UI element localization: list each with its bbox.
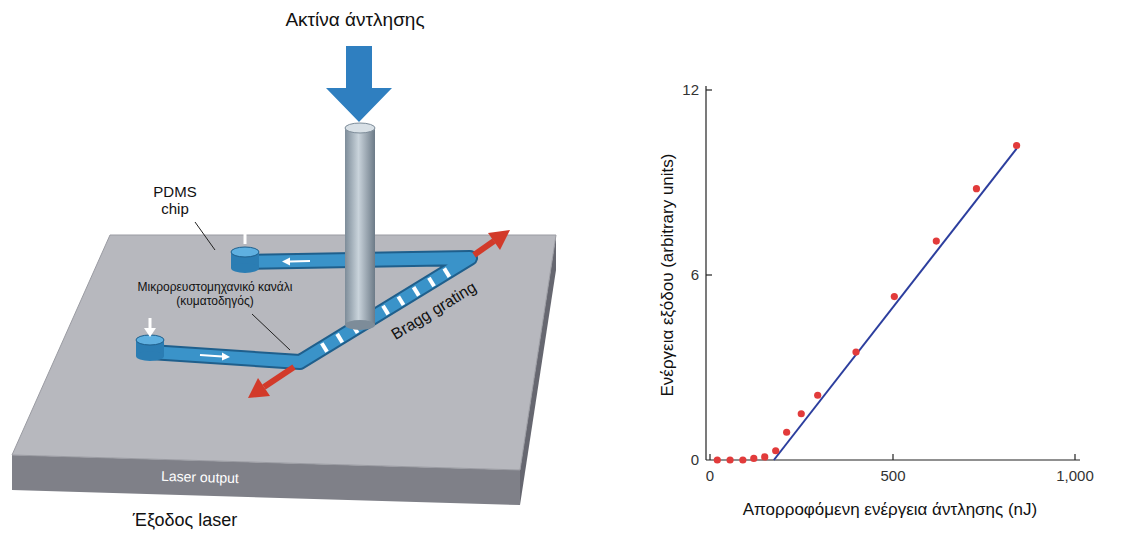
y-axis-title: Ενέργεια εξόδου (arbitrary units) [658,154,678,397]
pump-beam-label: Ακτίνα άντλησης [285,9,424,31]
data-point [814,392,821,399]
data-point [852,348,859,355]
grating-stripe [383,306,388,315]
inlet-reservoir [136,335,164,361]
x-tick-label: 500 [880,467,905,484]
laser-output-caption: Έξοδος laser [133,510,237,531]
x-tick-label: 1,000 [1056,467,1094,484]
grating-stripe [414,287,419,296]
chart-axes [706,86,1080,460]
data-point [714,456,721,463]
chip-label: PDMS chip [151,183,199,218]
laser-output-label: Laser output [161,468,239,486]
x-axis-title: Απορροφόμενη ενέργεια άντλησης (nJ) [743,500,1037,520]
grating-stripe [322,343,327,352]
grating-stripe [429,278,434,287]
y-tick-label: 0 [691,451,699,468]
data-point [798,410,805,417]
data-point [726,456,733,463]
chip-top-face [12,235,556,470]
x-tick-label: 0 [706,467,714,484]
laser-output-arrows [248,230,510,398]
pump-arrow [326,46,392,122]
data-point [933,237,940,244]
data-point [772,447,779,454]
chart-plot [714,142,1021,464]
grating-stripe [444,268,449,277]
data-point [1013,142,1020,149]
grating-stripe [398,296,403,305]
fit-line [774,149,1017,460]
data-point [761,453,768,460]
y-tick-label: 6 [691,266,699,283]
grating-stripe [337,334,342,343]
data-point [973,185,980,192]
data-point [739,456,746,463]
pump-column [345,123,375,330]
data-point [891,293,898,300]
data-point [783,429,790,436]
channel-label: Μικρορευστομηχανικό κανάλι (κυματοδηγός) [122,281,308,309]
pdms-chip [12,235,556,505]
outlet-reservoir [231,247,259,273]
y-tick-label: 12 [682,81,699,98]
data-point [750,455,757,462]
